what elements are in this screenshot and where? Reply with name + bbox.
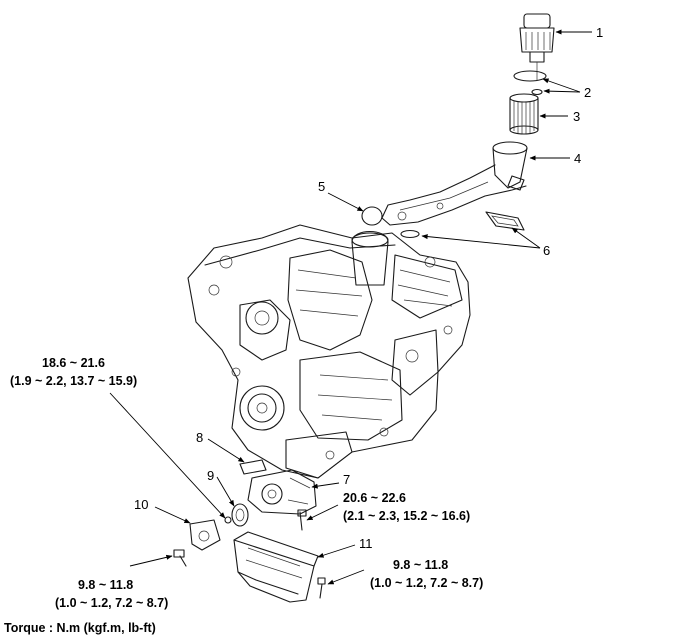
torque-detail-oil-pan-bolt: (1.0 ~ 1.2, 7.2 ~ 8.7) [370,576,483,590]
housing-o-ring [361,206,383,226]
callout-6: 6 [543,243,550,258]
callout-7: 7 [343,472,350,487]
torque-detail-sprocket-bolt: (1.9 ~ 2.2, 13.7 ~ 15.9) [10,374,137,388]
oil-pump-sprocket [224,503,249,527]
torque-units-footer: Torque : N.m (kgf.m, lb-ft) [4,621,156,635]
torque-value-cover-bolt: 9.8 ~ 11.8 [78,578,133,592]
torque-detail-cover-bolt: (1.0 ~ 1.2, 7.2 ~ 8.7) [55,596,168,610]
callout-11: 11 [359,536,373,551]
oil-pump [247,469,317,531]
oil-filter-element [509,93,539,135]
callout-3: 3 [573,109,580,124]
torque-value-oil-pan-bolt: 9.8 ~ 11.8 [393,558,448,572]
leader-lines [109,29,592,585]
callout-2: 2 [584,85,591,100]
oil-filter-housing [381,141,528,226]
torque-detail-oil-pump-bolt: (2.1 ~ 2.3, 15.2 ~ 16.6) [343,509,470,523]
callout-8: 8 [196,430,203,445]
torque-value-oil-pump-bolt: 20.6 ~ 22.6 [343,491,406,505]
engine-block [187,224,471,479]
torque-value-sprocket-bolt: 18.6 ~ 21.6 [42,356,105,370]
callout-10: 10 [134,497,148,512]
callout-9: 9 [207,468,214,483]
callout-1: 1 [596,25,603,40]
o-rings [513,70,547,96]
oil-pan [233,531,326,603]
oil-filter-cap [519,13,555,80]
callout-4: 4 [574,151,581,166]
housing-gaskets [400,211,525,239]
callout-5: 5 [318,179,325,194]
oil-pump-gasket [239,459,267,475]
oil-pump-cover [173,519,221,567]
